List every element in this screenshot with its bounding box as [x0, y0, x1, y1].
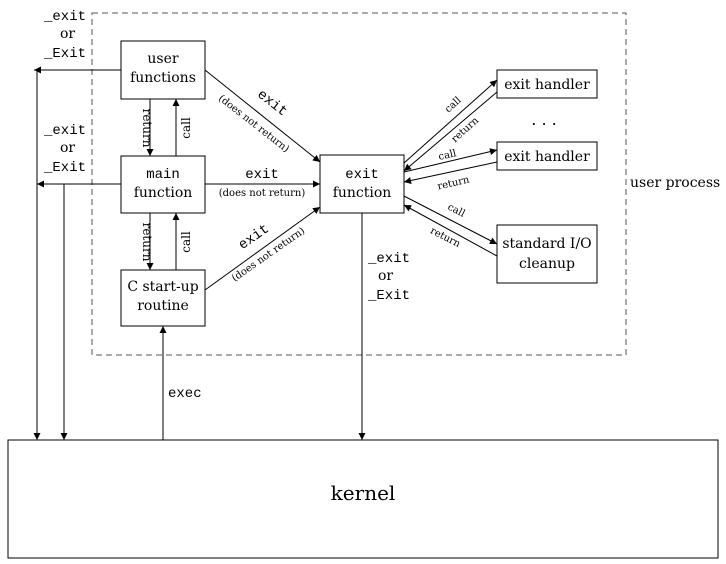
call-label-stdio: call: [446, 202, 467, 220]
call-label-lower: call: [179, 231, 193, 253]
svg-text:_exit: _exit: [367, 251, 410, 267]
kernel-label: kernel: [331, 481, 396, 505]
left-exit-top-label: _exit or _Exit: [43, 9, 86, 62]
arrow-return-handler-1: [403, 91, 498, 172]
exit-handler-label-2: exit handler: [504, 149, 590, 165]
arrow-call-handler-2: [403, 148, 498, 173]
user-functions-label-1: user: [147, 51, 178, 67]
does-not-return-middle: (does not return): [219, 188, 306, 199]
arrow-user-to-exit: [204, 69, 321, 163]
svg-text:_Exit: _Exit: [43, 160, 86, 176]
exit-handler-label-1: exit handler: [504, 77, 590, 93]
main-function-label-2: function: [134, 185, 193, 201]
return-label-lower: return: [140, 223, 154, 262]
exit-label-upper: exit: [254, 87, 290, 120]
svg-text:_exit: _exit: [43, 9, 86, 25]
svg-text:_exit: _exit: [43, 123, 86, 139]
user-functions-box: user functions: [120, 40, 206, 100]
exit-handler-box-1: exit handler: [496, 69, 598, 99]
arrow-call-stdio: [403, 195, 498, 245]
arrow-return-stdio: [403, 204, 498, 257]
return-label-stdio: return: [428, 226, 462, 251]
left-exit-mid-label: _exit or _Exit: [43, 123, 86, 176]
stdio-cleanup-label-1: standard I/O: [502, 236, 591, 252]
svg-text:or: or: [60, 26, 75, 42]
svg-text:or: or: [60, 140, 75, 156]
exit-function-label-2: function: [333, 185, 392, 201]
exit-fn-to-kernel-label: _exit or _Exit: [367, 251, 410, 304]
main-function-label-1: main: [146, 167, 180, 183]
call-label-handler-2: call: [437, 148, 457, 163]
arrow-startup-to-exit: [204, 206, 321, 291]
svg-text:_Exit: _Exit: [367, 288, 410, 304]
ellipsis: . . .: [531, 110, 556, 129]
call-label-upper: call: [179, 117, 193, 139]
return-label-handler-2: return: [436, 174, 471, 192]
exit-function-label-1: exit: [345, 167, 379, 183]
user-process-label: user process: [630, 175, 720, 191]
svg-text:_Exit: _Exit: [43, 46, 86, 62]
stdio-cleanup-label-2: cleanup: [519, 256, 575, 272]
return-label-upper: return: [140, 109, 154, 148]
stdio-cleanup-box: standard I/O cleanup: [496, 224, 598, 284]
startup-label-2: routine: [137, 298, 189, 314]
main-function-box: main function: [120, 155, 206, 214]
startup-routine-box: C start-up routine: [120, 269, 206, 327]
arrow-return-handler-2: [403, 161, 498, 184]
svg-text:or: or: [378, 268, 393, 284]
exit-function-box: exit function: [319, 154, 405, 214]
kernel-box: [7, 439, 719, 559]
arrow-call-handler-1: [403, 79, 498, 164]
user-functions-label-2: functions: [130, 70, 196, 86]
exit-handler-box-2: exit handler: [496, 141, 598, 171]
startup-label-1: C start-up: [127, 279, 198, 295]
exit-label-middle: exit: [245, 167, 279, 183]
exec-label: exec: [168, 386, 202, 402]
